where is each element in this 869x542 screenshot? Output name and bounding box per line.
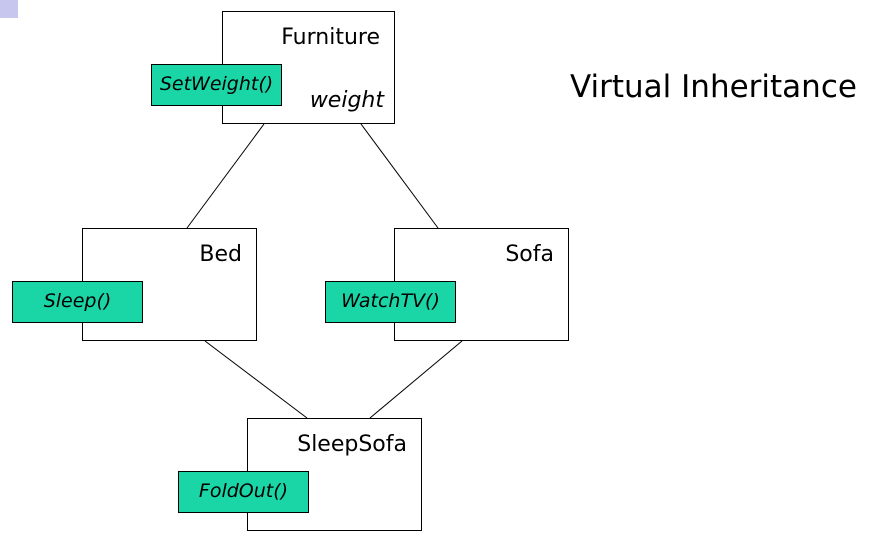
- corner-accent: [0, 0, 18, 18]
- method-sleep: Sleep(): [12, 281, 143, 323]
- class-furniture-name: Furniture: [281, 25, 380, 50]
- link-sofa-furniture: [360, 123, 439, 229]
- diagram-title: Virtual Inheritance: [570, 69, 857, 105]
- method-setweight: SetWeight(): [151, 64, 282, 106]
- class-bed-name: Bed: [199, 242, 242, 267]
- link-bed-furniture: [186, 123, 265, 229]
- method-watchtv: WatchTV(): [325, 281, 456, 323]
- class-sofa-name: Sofa: [505, 242, 554, 267]
- method-foldout: FoldOut(): [178, 471, 309, 513]
- class-sleepsofa-name: SleepSofa: [297, 432, 407, 457]
- class-furniture-attribute: weight: [309, 88, 384, 113]
- link-sleepsofa-sofa: [369, 340, 463, 419]
- link-sleepsofa-bed: [204, 340, 308, 419]
